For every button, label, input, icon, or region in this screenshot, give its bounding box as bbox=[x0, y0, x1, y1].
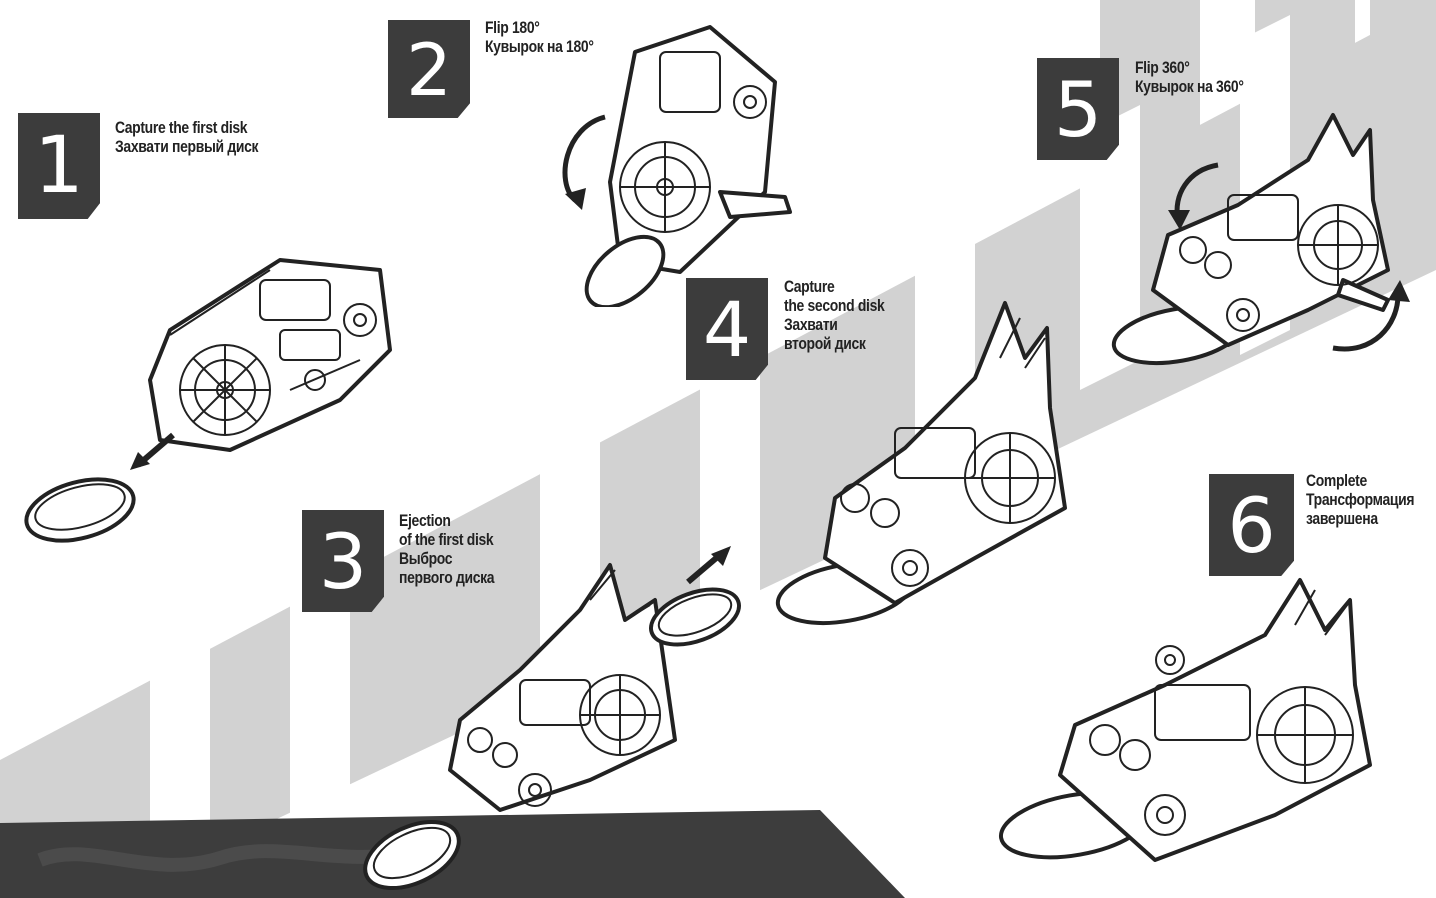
step-2-badge: 2 bbox=[388, 20, 470, 118]
step-3-badge: 3 bbox=[302, 510, 384, 612]
disk-icon bbox=[645, 585, 745, 650]
robot-moto-toy-icon bbox=[995, 575, 1395, 875]
step-3-caption-line: Ejection bbox=[399, 511, 494, 530]
step-5-caption: Flip 360° Кувырок на 360° bbox=[1135, 58, 1244, 96]
step-1-number: 1 bbox=[18, 127, 100, 205]
disk-icon bbox=[355, 810, 470, 898]
step-3-number: 3 bbox=[302, 524, 384, 600]
step-6-caption-line: завершена bbox=[1306, 509, 1414, 528]
eject-arrow-icon bbox=[128, 430, 178, 475]
step-2-number: 2 bbox=[388, 34, 470, 106]
step-1-caption: Capture the first disk Захвати первый ди… bbox=[115, 118, 258, 156]
throw-arrow-icon bbox=[683, 542, 733, 587]
step-5-number: 5 bbox=[1037, 72, 1119, 148]
step-6-caption-line: Complete bbox=[1306, 471, 1414, 490]
step-5-caption-line: Кувырок на 360° bbox=[1135, 77, 1244, 96]
step-3-caption-line: of the first disk bbox=[399, 530, 494, 549]
step-6-badge: 6 bbox=[1209, 474, 1294, 576]
disk-icon bbox=[20, 470, 140, 550]
step-1-caption-line: Захвати первый диск bbox=[115, 137, 258, 156]
robot-moto-toy-icon bbox=[140, 240, 400, 460]
step-5-caption-line: Flip 360° bbox=[1135, 58, 1244, 77]
step-6-caption: Complete Трансформация завершена bbox=[1306, 471, 1414, 528]
step-6-caption-line: Трансформация bbox=[1306, 490, 1414, 509]
step-5-badge: 5 bbox=[1037, 58, 1119, 160]
step-1-caption-line: Capture the first disk bbox=[115, 118, 258, 137]
robot-moto-toy-icon bbox=[550, 22, 800, 307]
step-6-number: 6 bbox=[1209, 488, 1294, 564]
robot-moto-toy-icon bbox=[1108, 110, 1418, 370]
step-1-badge: 1 bbox=[18, 113, 100, 219]
